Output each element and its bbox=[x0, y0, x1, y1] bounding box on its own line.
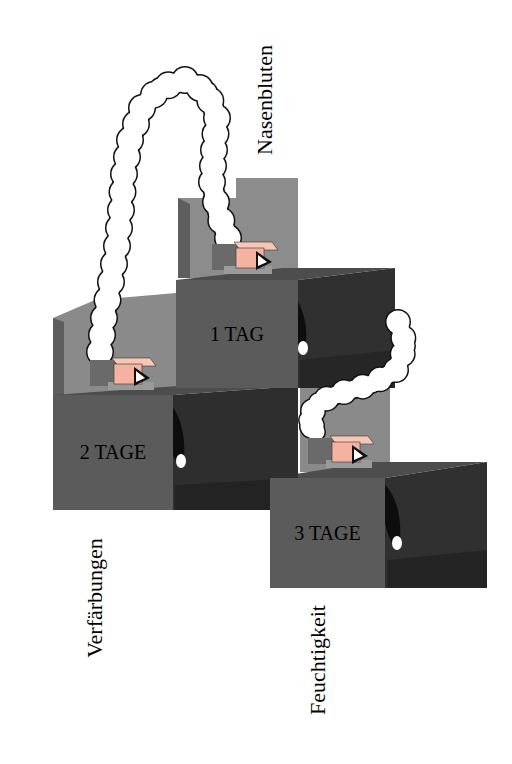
cube-label: 1 TAG bbox=[210, 323, 264, 346]
back-panel bbox=[178, 178, 298, 278]
cloud-fill bbox=[308, 424, 325, 441]
cube-side-shadow bbox=[387, 550, 487, 588]
cube-front: 3 TAGE bbox=[270, 478, 385, 588]
cube-front: 1 TAG bbox=[176, 280, 298, 388]
cube-label: 2 TAGE bbox=[80, 441, 146, 464]
symptom-label: Feuchtigkeit bbox=[305, 605, 331, 715]
smoke-cloud bbox=[86, 66, 416, 442]
computer bbox=[308, 436, 374, 468]
cube-side bbox=[385, 462, 487, 588]
symptom-label: Nasenbluten bbox=[252, 45, 278, 155]
cube-label: 3 TAGE bbox=[294, 522, 360, 545]
cube-front: 2 TAGE bbox=[53, 395, 173, 510]
computer bbox=[90, 358, 156, 390]
symptom-label: Verfärbungen bbox=[82, 538, 108, 658]
panel-edge bbox=[53, 318, 64, 395]
computer bbox=[212, 242, 278, 274]
panel-edge bbox=[178, 198, 190, 278]
